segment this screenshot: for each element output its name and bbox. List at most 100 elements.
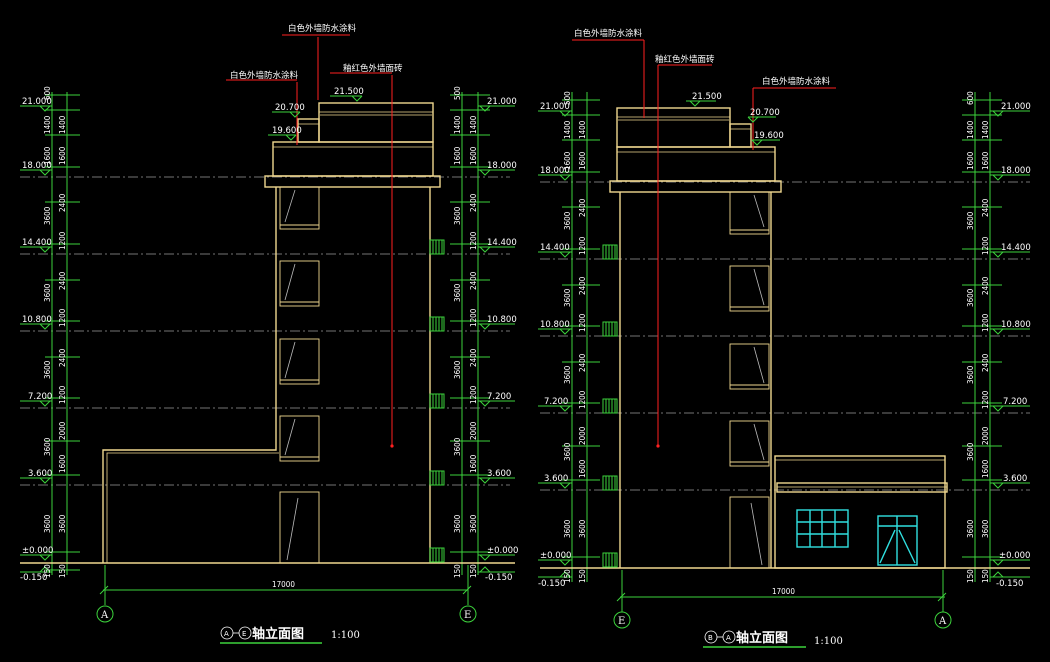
dim-label: 3600 xyxy=(43,283,52,302)
left-bottom-dim: 17000 A E xyxy=(96,565,477,623)
dim-label: 1600 xyxy=(578,459,587,478)
dim-label: 500 xyxy=(563,91,572,105)
dim-label: 3600 xyxy=(966,288,975,307)
dim-label: 2000 xyxy=(469,421,478,440)
right-roof-levels: 21.500 20.700 19.600 xyxy=(686,92,784,146)
drawing-title: 轴立面图 xyxy=(736,630,788,646)
dim-label: 3600 xyxy=(43,437,52,456)
level-label: 7.200 xyxy=(1003,397,1027,407)
dim-label: 1200 xyxy=(981,390,990,409)
material-note: 白色外墙防水涂料 xyxy=(574,28,643,39)
dim-label: 150 xyxy=(58,564,67,578)
level-label: ±0.000 xyxy=(22,546,53,556)
dim-label: 3600 xyxy=(563,211,572,230)
dim-label: 3600 xyxy=(966,442,975,461)
level-label: 3.600 xyxy=(487,469,511,479)
level-label: 10.800 xyxy=(540,320,570,330)
left-dim-chain-right xyxy=(450,92,515,575)
left-roof-levels: 21.500 20.700 19.600 xyxy=(268,87,364,141)
level-label: 19.600 xyxy=(754,131,784,141)
left-dim-chain-left xyxy=(20,92,80,575)
dim-label: 3600 xyxy=(966,211,975,230)
level-label: 10.800 xyxy=(1001,320,1031,330)
level-label: 14.400 xyxy=(487,238,517,248)
dim-label: 3600 xyxy=(453,437,462,456)
dim-label: 150 xyxy=(469,564,478,578)
dim-label: 1200 xyxy=(469,308,478,327)
level-label: 7.200 xyxy=(28,392,52,402)
dim-label: 1200 xyxy=(578,390,587,409)
dim-label: 1600 xyxy=(43,146,52,165)
dim-label: 1400 xyxy=(469,115,478,134)
drawing-title: 轴立面图 xyxy=(252,626,304,642)
left-right-level-labels: 21.000 18.000 14.400 10.800 7.200 3.600 … xyxy=(485,97,518,583)
left-building-outline xyxy=(20,34,515,564)
annex-door xyxy=(877,515,918,566)
dim-label: 1600 xyxy=(58,454,67,473)
level-label: -0.150 xyxy=(538,579,565,589)
dim-label: 2000 xyxy=(58,421,67,440)
level-label: 10.800 xyxy=(22,315,52,325)
dim-label: 1200 xyxy=(981,313,990,332)
dim-label: 2000 xyxy=(981,426,990,445)
dim-label: 1400 xyxy=(578,120,587,139)
overall-dim: 17000 xyxy=(772,587,795,596)
level-label: 10.800 xyxy=(487,315,517,325)
dim-label: 1400 xyxy=(58,115,67,134)
dim-label: 3600 xyxy=(453,283,462,302)
dim-label: 1200 xyxy=(578,313,587,332)
dim-label: 2000 xyxy=(578,426,587,445)
dim-label: 1600 xyxy=(981,151,990,170)
left-balcony-grilles xyxy=(429,239,445,563)
material-note: 白色外墙防水涂料 xyxy=(288,23,357,34)
level-label: 7.200 xyxy=(487,392,511,402)
dim-label: 150 xyxy=(578,569,587,583)
dim-label: 2400 xyxy=(58,348,67,367)
dim-label: 600 xyxy=(43,86,52,100)
annex-window xyxy=(796,509,849,548)
dim-label: 3600 xyxy=(578,519,587,538)
dim-label: 3600 xyxy=(469,514,478,533)
right-floor-lines xyxy=(540,181,1030,491)
level-label: ±0.000 xyxy=(999,551,1030,561)
dim-label: 3600 xyxy=(563,442,572,461)
dim-label: 500 xyxy=(453,86,462,100)
right-right-dims-vertical: 600 1400 1600 3600 3600 3600 3600 3600 1… xyxy=(966,91,990,583)
dim-label: 3600 xyxy=(58,514,67,533)
level-label: 14.400 xyxy=(1001,243,1031,253)
dim-label: 150 xyxy=(966,569,975,583)
dim-label: 3600 xyxy=(453,514,462,533)
material-note: 釉红色外墙面砖 xyxy=(343,63,403,74)
level-label: 20.700 xyxy=(750,108,780,118)
right-dim-chain-left xyxy=(538,92,600,582)
right-title: B A 轴立面图 1:100 xyxy=(703,630,843,648)
left-level-labels: 21.000 18.000 14.400 10.800 7.200 3.600 … xyxy=(20,97,53,583)
level-label: 21.500 xyxy=(334,87,364,97)
left-right-dims-vertical: 500 1400 1600 3600 3600 3600 3600 3600 1… xyxy=(453,86,478,578)
dim-label: 3600 xyxy=(966,519,975,538)
dim-label: 3600 xyxy=(43,206,52,225)
dim-label: 3600 xyxy=(981,519,990,538)
level-label: 3.600 xyxy=(1003,474,1027,484)
drawing-scale: 1:100 xyxy=(814,636,843,647)
level-label: 21.000 xyxy=(540,102,570,112)
dim-label: 2400 xyxy=(469,348,478,367)
right-left-level-labels: 21.000 18.000 14.400 10.800 7.200 3.600 … xyxy=(538,102,571,589)
dim-label: 1400 xyxy=(981,120,990,139)
dim-label: 2400 xyxy=(58,271,67,290)
dim-label: 1400 xyxy=(563,120,572,139)
dim-label: 1200 xyxy=(578,236,587,255)
title-axis: A xyxy=(224,630,229,638)
right-elevation: 21.000 18.000 14.400 10.800 7.200 3.600 … xyxy=(538,28,1031,648)
dim-label: 2400 xyxy=(578,276,587,295)
right-balcony-grilles xyxy=(602,244,618,568)
dim-label: 1200 xyxy=(58,231,67,250)
dim-label: 2400 xyxy=(981,353,990,372)
dim-label: 3600 xyxy=(453,206,462,225)
dim-label: 1600 xyxy=(469,454,478,473)
dim-label: 3600 xyxy=(43,514,52,533)
dim-label: 1200 xyxy=(469,231,478,250)
right-dim-chain-right xyxy=(962,92,1030,582)
dim-label: 1600 xyxy=(981,459,990,478)
dim-label: 600 xyxy=(966,91,975,105)
